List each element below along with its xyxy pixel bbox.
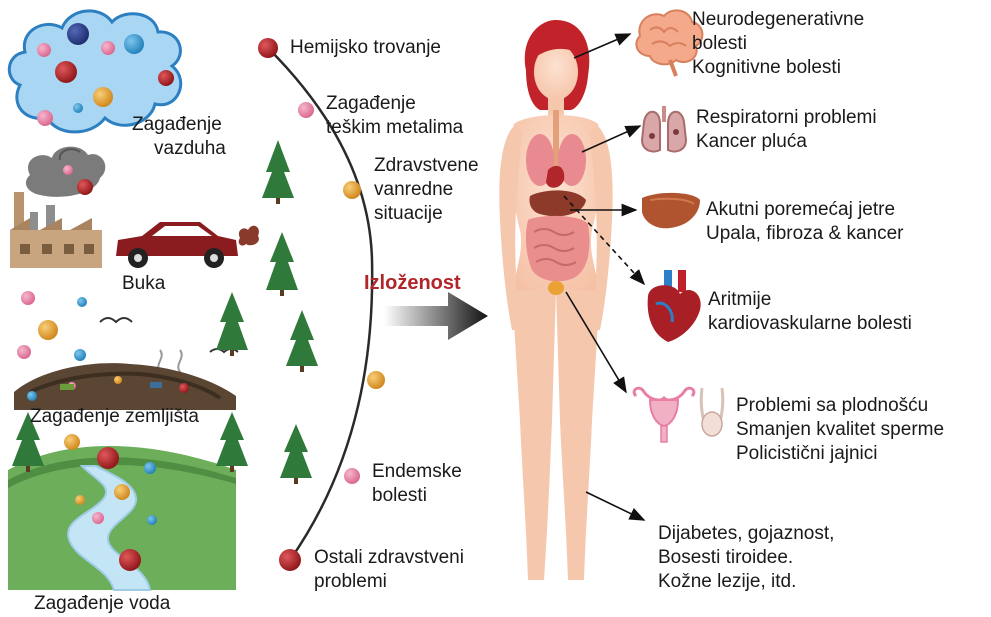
heart-icon — [648, 270, 701, 342]
air-pollution-label-line: vazduha — [154, 137, 226, 161]
outcome-label: Aritmije kardiovaskularne bolesti — [708, 288, 912, 336]
outcome-label-line: Bosesti tiroidee. — [658, 546, 834, 570]
intestines — [526, 216, 590, 281]
liver-icon — [642, 193, 700, 228]
car-icon — [116, 222, 259, 268]
air-pollution-label-line: Zagađenje — [132, 113, 226, 137]
chain-label-line: Hemijsko trovanje — [290, 36, 441, 60]
outcome-label: Neurodegenerativne bolesti Kognitivne bo… — [692, 8, 864, 80]
pine-tree-icon — [262, 140, 294, 204]
chain-label-line: Zagađenje — [326, 92, 463, 116]
chain-label: Endemske bolesti — [372, 460, 462, 508]
factory-icon — [10, 147, 105, 268]
chain-node — [279, 549, 301, 571]
chain-label-line: problemi — [314, 570, 464, 594]
outcome-label-line: Kognitivne bolesti — [692, 56, 864, 80]
lungs-icon — [642, 106, 686, 152]
noise-label: Buka — [122, 272, 165, 296]
outcome-label-line: Problemi sa plodnošću — [736, 394, 944, 418]
outcome-label-line: bolesti — [692, 32, 864, 56]
chain-label-line: Zdravstvene — [374, 154, 479, 178]
pine-tree-icon — [266, 232, 298, 296]
pine-tree-icon — [280, 424, 312, 484]
bladder — [548, 281, 564, 295]
chain-label-line: bolesti — [372, 484, 462, 508]
chain-label: Zdravstvene vanredne situacije — [374, 154, 479, 226]
soil-pollution-label: Zagađenje zemljišta — [30, 405, 199, 429]
chain-label-line: vanredne — [374, 178, 479, 202]
outcome-label: Akutni poremećaj jetre Upala, fibroza & … — [706, 198, 904, 246]
chain-label: Zagađenje teškim metalima — [326, 92, 463, 140]
chain-label: Hemijsko trovanje — [290, 36, 441, 60]
outcome-label: Dijabetes, gojaznost, Bosesti tiroidee. … — [658, 522, 834, 594]
outcome-label-line: Respiratorni problemi — [696, 106, 877, 130]
exposure-label: Izloženost — [364, 272, 461, 295]
outcome-label-line: Upala, fibroza & kancer — [706, 222, 904, 246]
pine-tree-icon — [216, 412, 248, 472]
outcome-label-line: kardiovaskularne bolesti — [708, 312, 912, 336]
pine-tree-icon — [286, 310, 318, 372]
chain-label-line: situacije — [374, 202, 479, 226]
outcome-label-line: Neurodegenerativne — [692, 8, 864, 32]
outcome-label-line: Dijabetes, gojaznost, — [658, 522, 834, 546]
air-pollution-label: Zagađenje vazduha — [132, 113, 226, 161]
exposure-arrow-icon — [384, 292, 488, 340]
outcome-label-line: Akutni poremećaj jetre — [706, 198, 904, 222]
outcome-label-line: Kancer pluća — [696, 130, 877, 154]
outcome-label-line: Kožne lezije, itd. — [658, 570, 834, 594]
outcome-label-line: Aritmije — [708, 288, 912, 312]
water-pollution-icon — [8, 434, 236, 590]
outcome-label: Problemi sa plodnošću Smanjen kvalitet s… — [736, 394, 944, 466]
chain-node — [258, 38, 278, 58]
outcome-label: Respiratorni problemi Kancer pluća — [696, 106, 877, 154]
chain-node — [344, 468, 360, 484]
chain-label: Ostali zdravstveni problemi — [314, 546, 464, 594]
outcome-label-line: Smanjen kvalitet sperme — [736, 418, 944, 442]
soil-pollution-icon — [14, 291, 238, 410]
outcome-label-line: Policistični jajnici — [736, 442, 944, 466]
pine-tree-icon — [216, 292, 248, 356]
chain-node — [298, 102, 314, 118]
chain-label-line: Ostali zdravstveni — [314, 546, 464, 570]
reproductive-organs-icon — [634, 388, 723, 442]
chain-node — [343, 181, 361, 199]
water-pollution-label: Zagađenje voda — [34, 592, 170, 616]
chain-node — [367, 371, 385, 389]
chain-label-line: teškim metalima — [326, 116, 463, 140]
chain-label-line: Endemske — [372, 460, 462, 484]
